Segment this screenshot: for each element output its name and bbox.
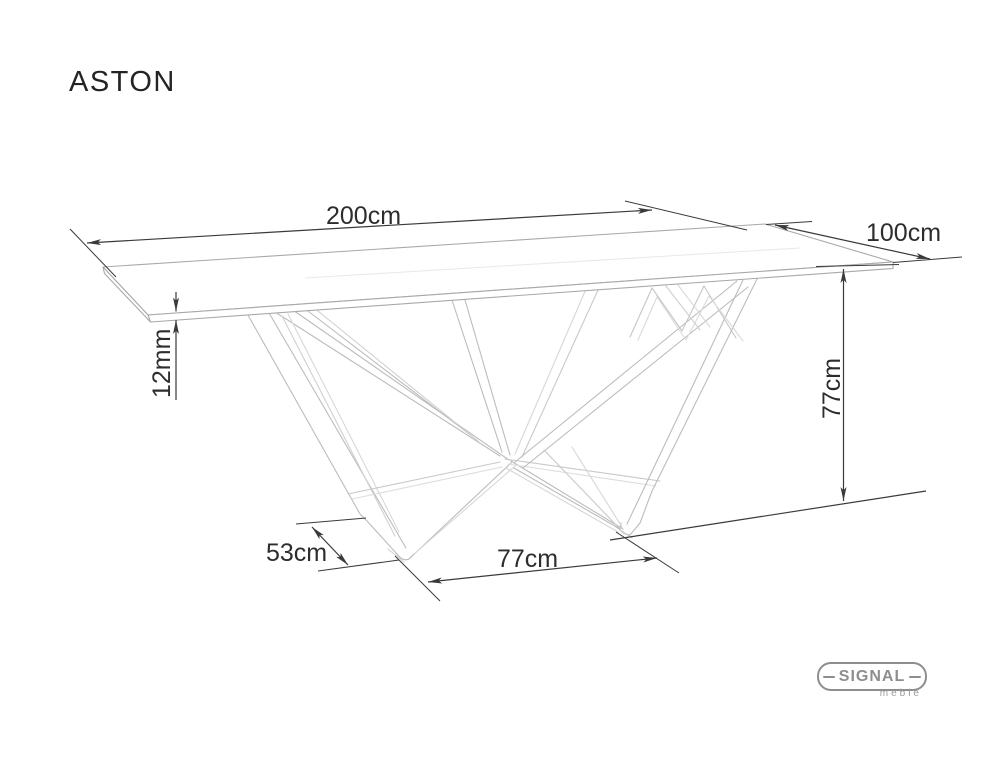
tabletop-top-face: [102, 223, 894, 316]
base-left-v-bottom-2: [351, 466, 503, 500]
logo-line-left: [823, 675, 835, 678]
dim-length-label: 200cm: [326, 202, 401, 230]
base-left-sliver-3: [281, 315, 396, 537]
base-left-hypotenuse-2: [289, 307, 510, 461]
base-right-v-bottom-2: [507, 463, 657, 487]
logo-capsule: SIGNAL: [817, 662, 927, 691]
base-center-strut-3: [521, 289, 599, 458]
base-right-hypotenuse: [514, 280, 738, 463]
base-right-v-bottom: [504, 458, 661, 482]
tabletop-left-edge: [102, 266, 152, 323]
base-right-top-sliver-2: [677, 284, 711, 328]
dim-depth-ext-right: [892, 256, 963, 263]
logo-brand-text: SIGNAL: [838, 667, 906, 685]
base-right-sliver-2: [571, 446, 623, 528]
dim-base-span-ext-right: [615, 531, 680, 574]
base-left-lower-strut-2: [413, 465, 516, 555]
dim-base-foot: 53cm: [266, 517, 400, 572]
base-left-sliver-4: [287, 313, 400, 533]
dim-height-label: 77cm: [818, 358, 846, 419]
logo-subtitle: meble: [879, 688, 922, 699]
dim-base-span-ext-left: [394, 555, 441, 602]
base-left-outer-edge: [243, 307, 398, 555]
base-right-lower-strut: [510, 460, 624, 530]
dim-depth: 100cm: [765, 219, 963, 263]
dim-depth-line: [774, 224, 931, 260]
dim-base-span-line: [427, 556, 658, 584]
dim-depth-ext-left: [765, 221, 813, 225]
base-left-hypotenuse: [271, 309, 501, 457]
floor-line: [609, 490, 927, 541]
base-m-cutout: [629, 285, 737, 339]
base-m-cutout-2: [637, 295, 744, 342]
base-left-foot-shade: [387, 548, 405, 563]
dim-height-ext-top: [815, 264, 900, 267]
base-left-sliver-1: [303, 307, 474, 438]
dim-base-span-label: 77cm: [497, 545, 558, 573]
base-right-foot-strut: [513, 467, 621, 530]
base-center-strut-2: [462, 292, 511, 456]
base-right-hypotenuse-2: [522, 286, 749, 469]
base-center-strut-4: [514, 288, 587, 455]
dim-length-ext-left: [69, 228, 117, 278]
dimension-annotations: 200cm 100cm 12mm 77cm: [69, 200, 963, 602]
base-center-strut-1: [449, 293, 503, 453]
dim-base-foot-label: 53cm: [266, 539, 327, 567]
base-left-v-bottom: [347, 461, 501, 495]
table-base: [243, 278, 758, 563]
base-left-inner-edge: [264, 305, 407, 549]
base-right-outer-edge: [629, 278, 758, 536]
dim-thickness: 12mm: [148, 292, 179, 400]
base-right-top-sliver-1: [665, 285, 701, 331]
dim-length-ext-right: [624, 200, 748, 231]
dim-length: 200cm: [69, 200, 748, 278]
base-right-inner-edge: [626, 279, 744, 525]
base-right-lower-strut-2: [505, 467, 619, 533]
dim-base-foot-line: [311, 526, 349, 566]
tabletop-reflection-line: [304, 247, 801, 279]
dim-length-line: [86, 207, 653, 246]
dim-height: 77cm: [609, 264, 927, 541]
table-top: [102, 223, 894, 323]
base-left-sliver-2: [312, 306, 479, 442]
dim-depth-label: 100cm: [866, 219, 941, 247]
brand-logo: SIGNAL meble: [817, 662, 927, 699]
base-right-sliver-1: [543, 449, 620, 529]
logo-line-right: [909, 675, 922, 678]
dim-base-foot-ext-lower: [317, 559, 400, 572]
dim-thickness-label: 12mm: [148, 329, 176, 398]
dim-base-span: 77cm: [394, 531, 680, 602]
dim-base-foot-ext-upper: [295, 517, 367, 525]
page-title: ASTON: [69, 66, 176, 98]
